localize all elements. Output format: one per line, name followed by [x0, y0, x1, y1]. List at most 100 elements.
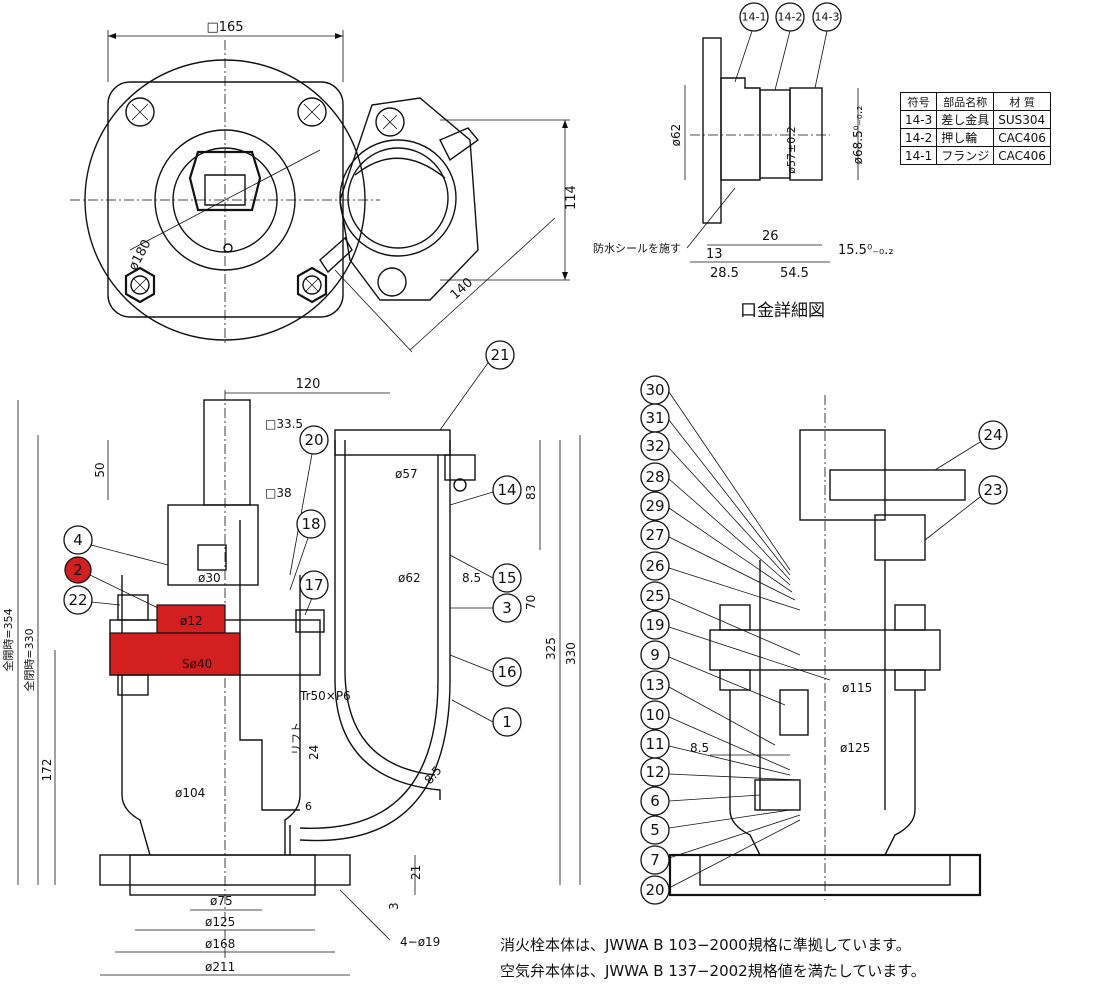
svg-text:28: 28	[645, 468, 664, 486]
dim-140: 140	[448, 275, 476, 303]
dim-70: 70	[524, 595, 538, 610]
svg-text:19: 19	[645, 616, 664, 634]
balloon-14-2: 14-2	[775, 2, 805, 32]
svg-text:1: 1	[502, 713, 512, 731]
dim-50: 50	[93, 462, 107, 477]
dim-d104: ø104	[175, 786, 205, 800]
svg-text:11: 11	[645, 735, 664, 753]
balloon-3: 3	[492, 593, 522, 623]
dim-114: 114	[564, 185, 579, 210]
dim-detail-54-5: 54.5	[780, 266, 809, 281]
balloon-2-highlighted: 2	[64, 556, 92, 584]
svg-text:21: 21	[490, 346, 509, 364]
balloon-5: 5	[640, 815, 670, 845]
bolt-top-left	[125, 97, 155, 127]
svg-text:32: 32	[645, 437, 664, 455]
balloon-21: 21	[485, 340, 515, 370]
side-balloons: 30 31 32 28 29 27 26 25 19 9 13 10 11 12…	[640, 375, 1008, 905]
balloon-11: 11	[640, 729, 670, 759]
dim-172: 172	[40, 759, 54, 782]
dim-120: 120	[296, 377, 321, 392]
balloon-14: 14	[492, 475, 522, 505]
balloon-15: 15	[492, 563, 522, 593]
svg-text:30: 30	[645, 381, 664, 399]
balloon-9: 9	[640, 640, 670, 670]
dim-detail-15-5: 15.5⁰₋₀.₂	[838, 243, 894, 258]
balloon-25: 25	[640, 581, 670, 611]
balloon-1: 1	[492, 707, 522, 737]
balloon-7: 7	[640, 845, 670, 875]
dim-detail-28-5: 28.5	[710, 266, 739, 281]
table-row: 14-1 フランジ CAC406	[899, 146, 1051, 165]
dim-detail-d68: ø68.5⁰₋₀.₂	[851, 105, 865, 164]
dim-side-d115: ø115	[842, 681, 872, 695]
svg-text:14: 14	[497, 481, 516, 499]
dim-8-5: 8.5	[462, 571, 481, 585]
front-section-view: ø12 Sø40 ø30 120 □33.5 □38 50 全開時=354 全閉…	[1, 377, 581, 976]
dim-d168: ø168	[205, 937, 235, 951]
dim-d125: ø125	[205, 915, 235, 929]
dim-d62: ø62	[398, 571, 421, 585]
svg-text:12: 12	[645, 763, 664, 781]
svg-text:23: 23	[983, 481, 1002, 499]
balloon-27: 27	[640, 520, 670, 550]
parts-table-header: 符号 部品名称 材 質	[899, 92, 1051, 111]
dim-closed-330: 全閉時=330	[22, 628, 36, 691]
dim-lift: リフト	[290, 722, 303, 755]
balloon-32: 32	[640, 431, 670, 461]
balloon-10: 10	[640, 700, 670, 730]
svg-text:4: 4	[73, 531, 83, 549]
note-air-valve-standard: 空気弁本体は、JWWA B 137−2002規格値を満たしています。	[500, 962, 926, 980]
balloon-18: 18	[296, 509, 326, 539]
svg-text:22: 22	[68, 591, 87, 609]
svg-text:18: 18	[301, 515, 320, 533]
detail-title: 口金詳細図	[740, 301, 825, 321]
table-row: 14-2 押し輪 CAC406	[899, 128, 1051, 147]
balloon-30: 30	[640, 375, 670, 405]
dim-d180: ø180	[126, 237, 155, 273]
dim-3: 3	[387, 902, 401, 910]
dim-side-8-5: 8.5	[690, 741, 709, 755]
dim-thread: Tr50×P6	[299, 689, 351, 703]
balloon-13: 13	[640, 670, 670, 700]
dim-24: 24	[307, 745, 321, 760]
dim-d30: ø30	[198, 571, 221, 585]
header-symbol: 符号	[899, 92, 938, 111]
balloon-20-side: 20	[640, 875, 670, 905]
balloon-20: 20	[299, 425, 329, 455]
svg-text:15: 15	[497, 569, 516, 587]
svg-text:14-2: 14-2	[778, 11, 803, 24]
header-material: 材 質	[993, 92, 1051, 111]
note-hydrant-standard: 消火栓本体は、JWWA B 103−2000規格に準拠しています。	[500, 936, 911, 954]
dim-d75: ø75	[210, 894, 233, 908]
svg-text:13: 13	[645, 676, 664, 694]
svg-text:10: 10	[645, 706, 664, 724]
svg-text:24: 24	[983, 426, 1002, 444]
seal-note: 防水シールを施す	[593, 241, 681, 255]
balloon-6: 6	[640, 786, 670, 816]
dim-holes: 4−ø19	[400, 935, 440, 949]
balloon-19: 19	[640, 610, 670, 640]
svg-text:26: 26	[645, 557, 664, 575]
dim-6: 6	[305, 800, 312, 813]
bolt-top-right	[297, 97, 327, 127]
balloon-22: 22	[63, 585, 93, 615]
balloon-28: 28	[640, 462, 670, 492]
svg-text:7: 7	[650, 851, 660, 869]
dim-d57: ø57	[395, 467, 418, 481]
svg-text:20: 20	[645, 881, 664, 899]
balloon-26: 26	[640, 551, 670, 581]
dim-detail-13: 13	[706, 247, 723, 262]
dim-sq165: □165	[206, 20, 243, 35]
balloon-16: 16	[492, 657, 522, 687]
svg-text:17: 17	[304, 576, 323, 594]
balloon-24: 24	[978, 420, 1008, 450]
bolt-bottom-right	[296, 266, 328, 304]
dim-d12: ø12	[180, 614, 203, 628]
balloon-31: 31	[640, 403, 670, 433]
air-valve-plan-view: 114 140	[319, 97, 579, 353]
dim-sd40: Sø40	[182, 657, 212, 671]
svg-text:20: 20	[304, 431, 323, 449]
dim-sq33-5: □33.5	[265, 417, 303, 431]
